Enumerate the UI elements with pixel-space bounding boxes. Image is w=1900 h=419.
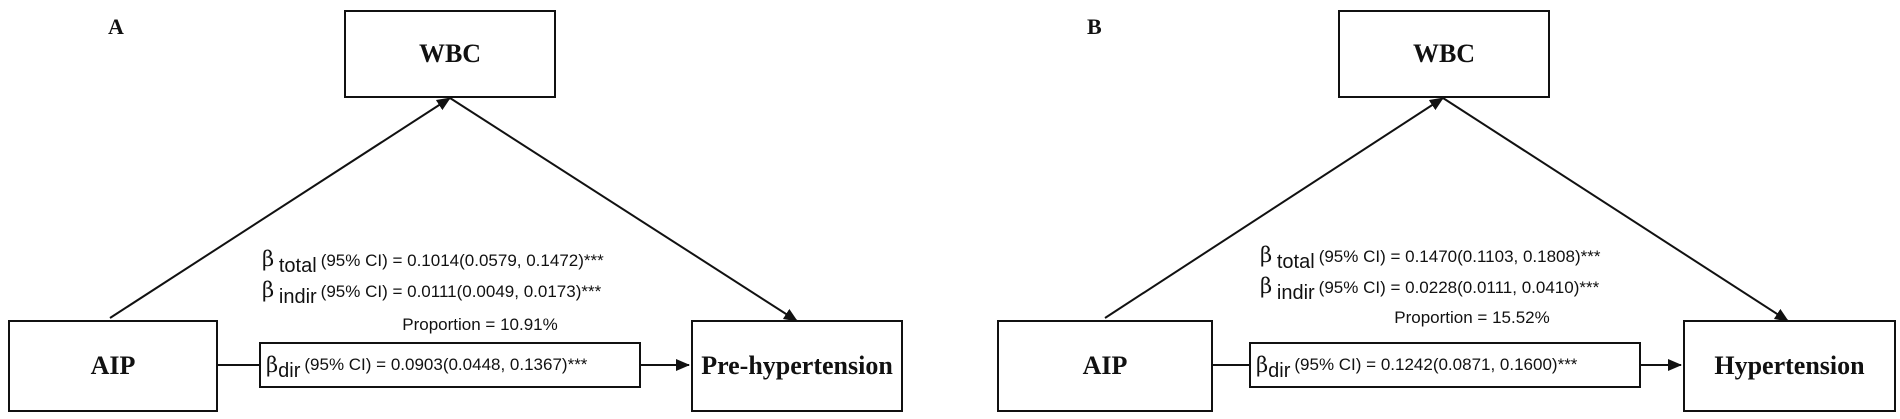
total-text-b: (95% CI) = 0.1470(0.1103, 0.1808)*** [1318,247,1601,266]
beta-symbol: β [262,247,275,271]
dir-sub-b: dir [1268,359,1291,382]
exposure-box-a: AIP [8,320,218,412]
total-effect-a: β total(95% CI) = 0.1014(0.0579, 0.1472)… [262,247,604,277]
beta-symbol: β [1256,353,1269,377]
arrow-wbc-to-outcome-a [449,97,798,322]
beta-symbol: β [1260,243,1273,267]
indir-sub-b: indir [1276,282,1315,304]
dir-text-a: (95% CI) = 0.0903(0.0448, 0.1367)*** [304,355,588,374]
total-text-a: (95% CI) = 0.1014(0.0579, 0.1472)*** [320,251,604,270]
indir-text-b: (95% CI) = 0.0228(0.0111, 0.0410)*** [1318,278,1600,297]
beta-symbol: β [1260,274,1273,298]
total-sub-a: total [278,255,317,277]
panel-letter-b: B [1087,14,1102,39]
dir-sub-a: dir [278,359,301,382]
beta-symbol: β [262,278,275,302]
total-sub-b: total [1276,251,1315,273]
indir-text-a: (95% CI) = 0.0111(0.0049, 0.0173)*** [320,282,602,301]
arrow-aip-to-wbc-b [1104,97,1444,319]
arrow-wbc-to-outcome-b [1442,97,1789,322]
indir-sub-a: indir [278,286,317,308]
panel-letter-a: A [108,14,124,39]
outcome-box-b: Hypertension [1683,320,1896,412]
mediator-box-a: WBC [344,10,556,98]
direct-effect-box-a: β dir(95% CI) = 0.0903(0.0448, 0.1367)**… [259,342,641,388]
beta-symbol: β [266,353,279,377]
indirect-effect-b: β indir(95% CI) = 0.0228(0.0111, 0.0410)… [1260,274,1600,304]
indirect-effect-a: β indir(95% CI) = 0.0111(0.0049, 0.0173)… [262,278,602,308]
dir-text-b: (95% CI) = 0.1242(0.0871, 0.1600)*** [1294,355,1578,374]
proportion-a: Proportion = 10.91% [402,315,558,334]
outcome-box-a: Pre-hypertension [691,320,903,412]
exposure-box-b: AIP [997,320,1213,412]
direct-effect-box-b: β dir(95% CI) = 0.1242(0.0871, 0.1600)**… [1249,342,1641,388]
mediator-box-b: WBC [1338,10,1550,98]
total-effect-b: β total(95% CI) = 0.1470(0.1103, 0.1808)… [1260,243,1601,273]
arrow-aip-to-wbc-a [109,97,451,319]
proportion-b: Proportion = 15.52% [1394,308,1550,327]
